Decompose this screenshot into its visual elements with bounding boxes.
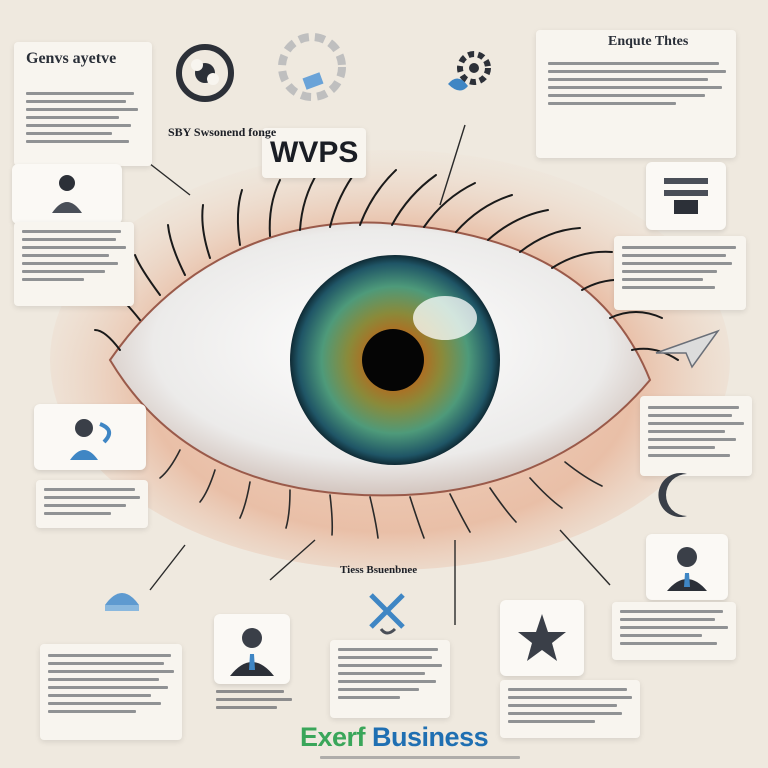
top-left-text	[26, 92, 140, 148]
top-icon-box-a	[170, 42, 240, 104]
top-icon-box-b	[272, 28, 352, 106]
brand-tagline	[320, 756, 520, 764]
pupil	[362, 329, 424, 391]
right-icon-box-c	[644, 466, 704, 524]
left-icon-box-c	[90, 556, 154, 626]
bottom-right-text	[508, 688, 632, 728]
left-text-b	[44, 488, 140, 520]
bottom-left-text	[48, 654, 174, 718]
gear-puzzle-icon	[278, 33, 346, 101]
top-icon-box-c	[436, 40, 506, 106]
brand-part1: Exerf	[300, 722, 366, 752]
top-right-heading: Enqute Thtes	[608, 34, 689, 49]
right-text-c	[620, 610, 728, 650]
pointer-arrows	[144, 124, 611, 625]
cross-icon	[369, 593, 405, 635]
left-icon-box-b	[34, 404, 146, 470]
lower-eyelashes	[159, 449, 603, 539]
bottom-center-text	[338, 648, 442, 704]
gear-icon	[448, 51, 491, 91]
moon-icon	[658, 473, 687, 517]
businessman-icon	[230, 628, 274, 676]
left-text-a	[22, 230, 126, 286]
right-card-b	[640, 396, 752, 476]
bottom-icon-box-c	[500, 600, 584, 676]
person-icon	[52, 175, 82, 213]
gear-cluster-icon	[176, 44, 234, 102]
paper-plane-icon	[655, 329, 721, 369]
page-title: WVPS	[270, 136, 359, 169]
right-icon-box-b	[644, 318, 732, 378]
right-icon-box-a	[646, 162, 726, 230]
bottom-center-label: Tiess Bsuenbnee	[340, 564, 418, 576]
brand-part2: Business	[365, 722, 489, 752]
star-icon	[518, 614, 566, 661]
right-icon-box-d	[646, 534, 728, 600]
brand-logo: Exerf Business	[300, 722, 489, 753]
bottom-center-small-text	[216, 690, 292, 714]
eye-highlight	[413, 296, 477, 340]
top-left-heading: Genvs ayetve	[26, 50, 117, 67]
center-left-label: SBY Swsonend fonge	[168, 125, 277, 139]
top-left-card	[14, 42, 152, 166]
left-icon-box-a	[12, 164, 122, 224]
person-headset-icon	[70, 419, 112, 460]
hand-icon	[105, 593, 139, 611]
bottom-icon-box-b	[358, 584, 416, 644]
right-text-a	[622, 246, 738, 294]
right-text-b	[648, 406, 744, 462]
top-right-text	[548, 62, 726, 110]
document-icon	[664, 178, 708, 214]
bottom-center-card	[330, 640, 450, 718]
bottom-left-card	[40, 644, 182, 740]
bottom-icon-box-a	[214, 614, 290, 684]
title-card	[262, 128, 366, 178]
businessman-icon	[667, 547, 707, 591]
